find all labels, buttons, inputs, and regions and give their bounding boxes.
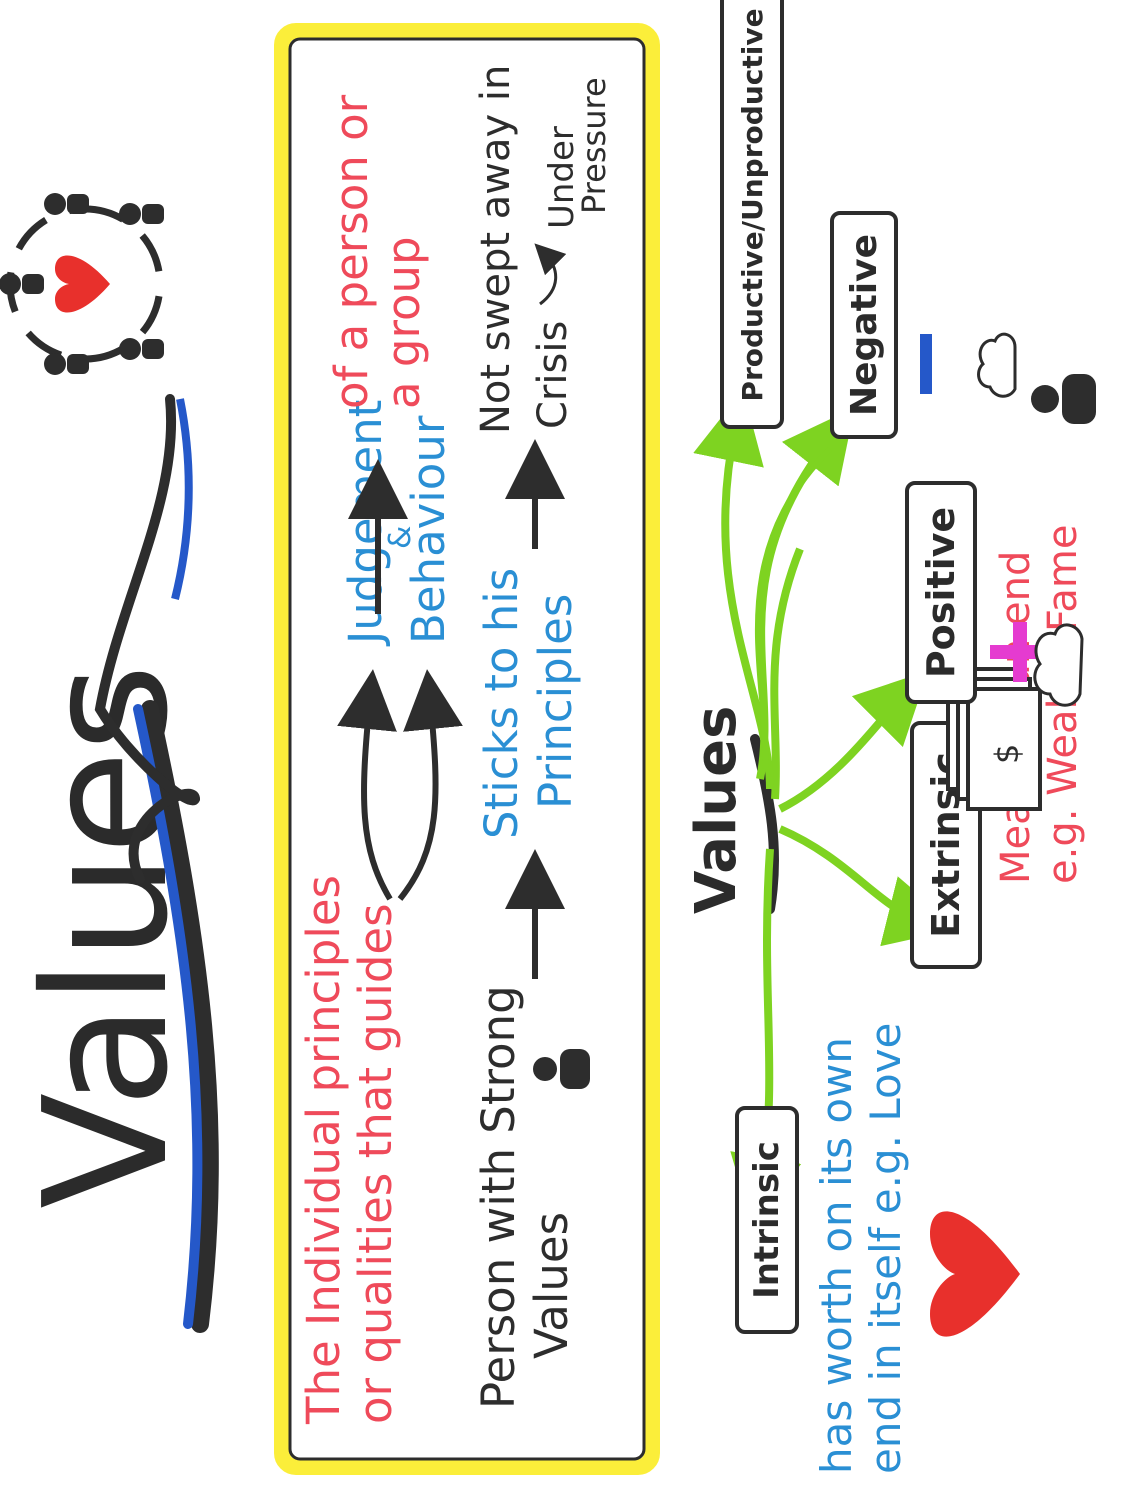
productive-box: Productive/Unproductive: [720, 0, 784, 429]
svg-text:$: $: [988, 744, 1026, 764]
productive-label: Productive/Unproductive: [735, 8, 769, 402]
